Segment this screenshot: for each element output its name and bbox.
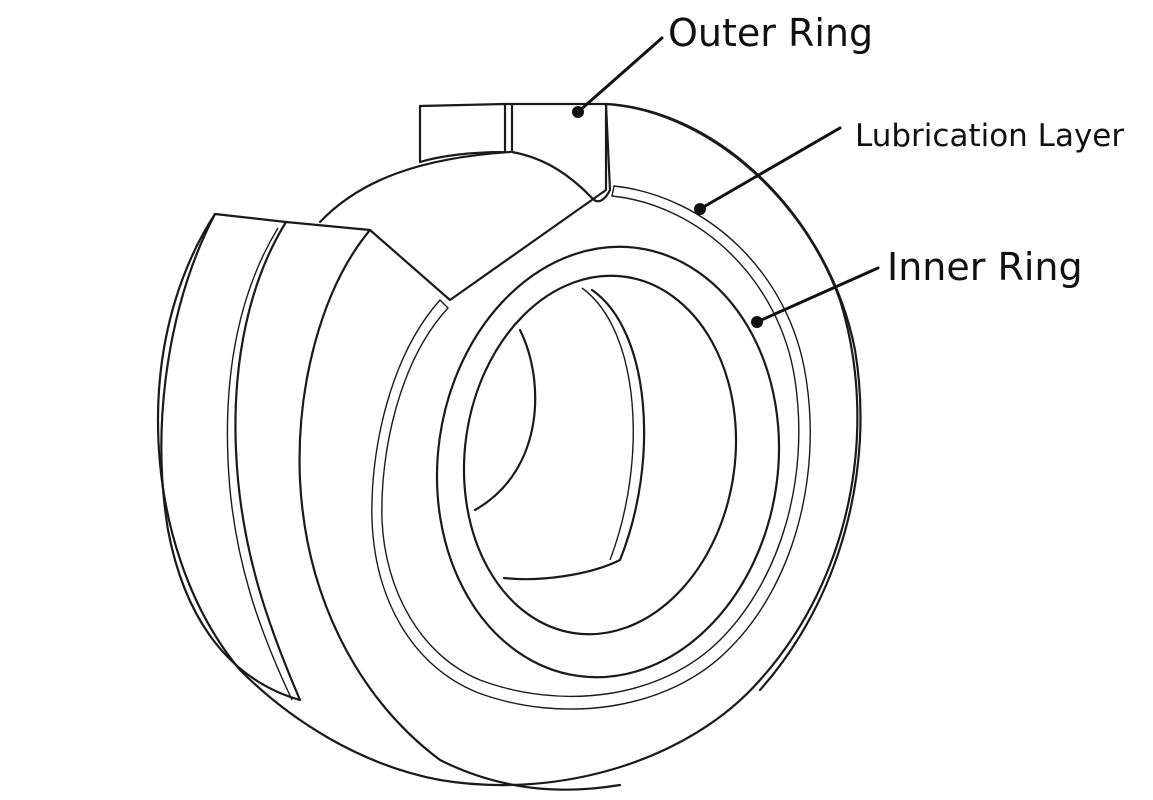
outer-ring-body	[156, 102, 862, 791]
label-inner-ring: Inner Ring	[751, 245, 1083, 328]
outer-ring-cutaway	[418, 102, 612, 203]
lubrication-layer-label: Lubrication Layer	[855, 118, 1124, 154]
inner-ring-label: Inner Ring	[887, 245, 1083, 289]
inner-ring	[435, 245, 781, 679]
outer-ring-label: Outer Ring	[668, 11, 873, 55]
label-outer-ring: Outer Ring	[572, 11, 873, 118]
label-lubrication-layer: Lubrication Layer	[694, 118, 1124, 215]
lubrication-layer	[371, 185, 811, 710]
